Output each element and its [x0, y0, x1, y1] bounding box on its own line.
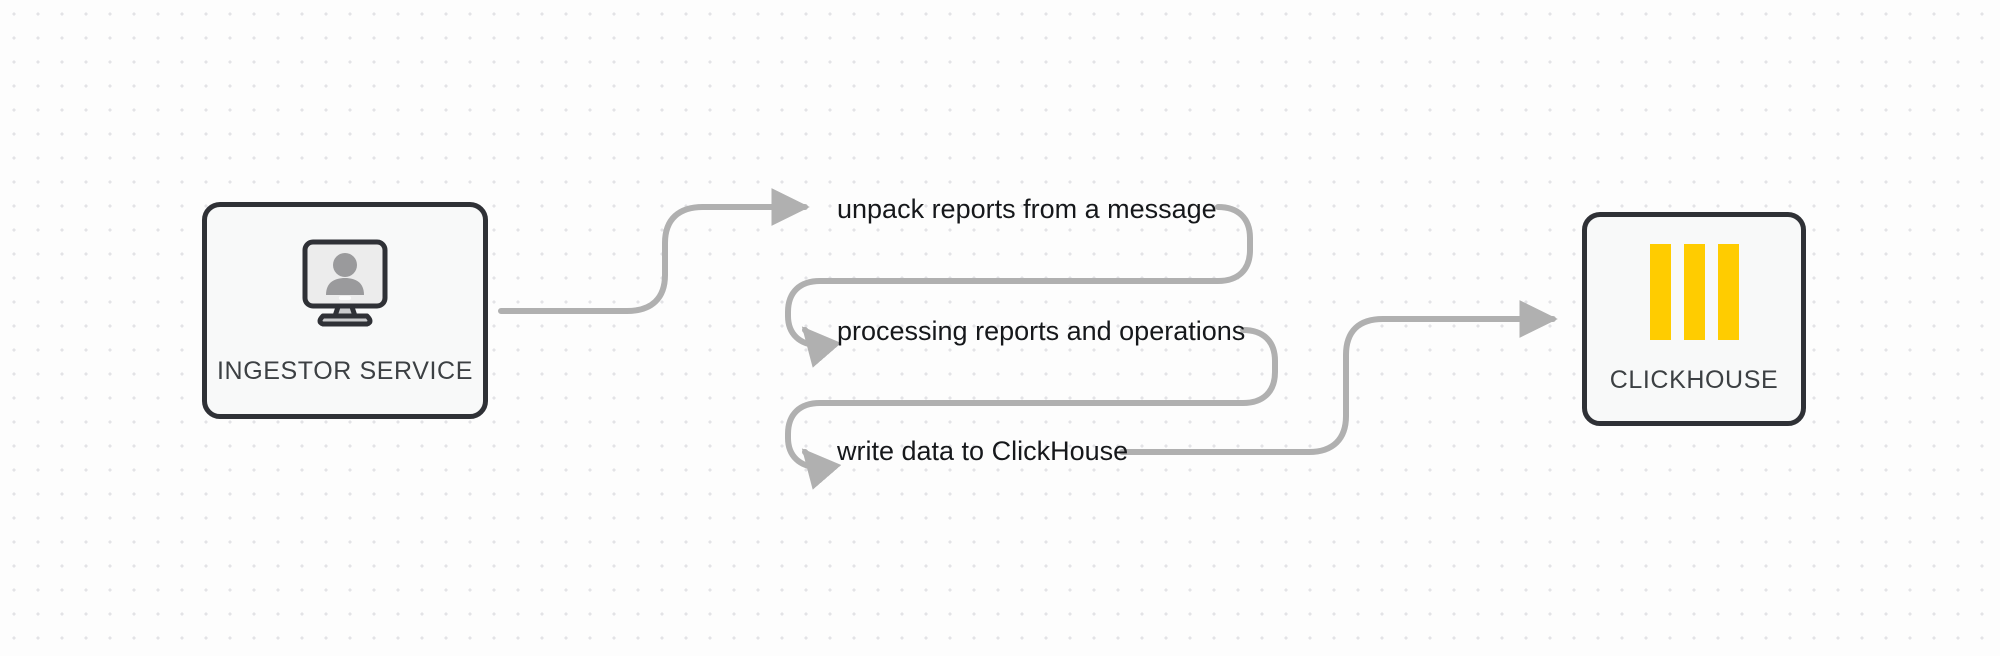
edge-path-to-clickhouse	[1119, 300, 1558, 455]
edge-path-2	[801, 326, 842, 368]
edge-label-write-data: write data to ClickHouse	[837, 436, 1129, 466]
edge-connector-1-return	[785, 204, 1253, 348]
clickhouse-logo-bar	[1717, 243, 1739, 340]
node-clickhouse-label: CLICKHOUSE	[1609, 365, 1779, 394]
edge-connector-2-return	[785, 327, 1278, 470]
edge-path-3	[801, 448, 842, 490]
node-clickhouse[interactable]: CLICKHOUSE	[1582, 212, 1806, 426]
node-ingestor-service[interactable]: INGESTOR SERVICE	[202, 202, 488, 419]
clickhouse-logo-icon	[1649, 243, 1739, 340]
clickhouse-logo-bar	[1683, 243, 1705, 340]
edge-label-processing-reports: processing reports and operations	[837, 316, 1246, 346]
node-ingestor-service-label: INGESTOR SERVICE	[217, 356, 473, 385]
edge-path-1	[498, 188, 810, 314]
monitor-user-icon	[293, 236, 397, 337]
edge-label-unpack-reports: unpack reports from a message	[837, 194, 1217, 224]
clickhouse-logo-bar	[1649, 243, 1671, 340]
